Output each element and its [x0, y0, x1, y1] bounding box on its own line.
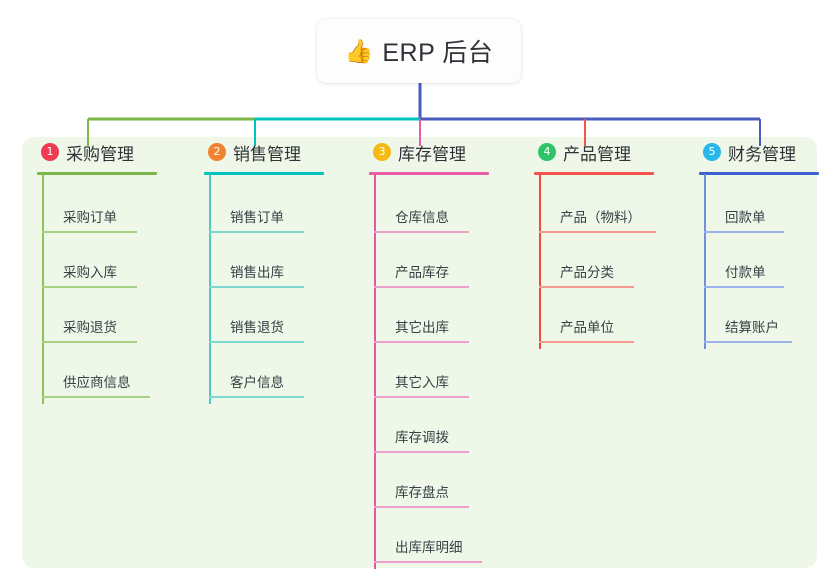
branch-leaf-item[interactable]: 库存调拨	[374, 404, 479, 459]
leaf-rule	[704, 341, 792, 343]
branch-leaf-item[interactable]: 产品单位	[539, 294, 644, 349]
leaf-rule	[539, 231, 656, 233]
root-node-label: ERP 后台	[382, 39, 494, 67]
leaf-rule	[374, 451, 469, 453]
branch-leaf-item[interactable]: 付款单	[704, 239, 794, 294]
branch-title: 销售管理	[233, 144, 301, 164]
leaf-rule	[704, 231, 784, 233]
branches-panel	[22, 137, 817, 568]
branch-leaf-item[interactable]: 产品库存	[374, 239, 479, 294]
branch-leaf-item[interactable]: 销售订单	[209, 184, 314, 239]
branch-leaf-item[interactable]: 仓库信息	[374, 184, 479, 239]
branch-column-1: 1 采购管理采购订单采购入库采购退货供应商信息	[25, 137, 157, 404]
leaf-rule	[374, 396, 469, 398]
leaf-rule	[42, 396, 150, 398]
leaf-rule	[209, 341, 304, 343]
branch-number-badge: 3	[373, 143, 391, 161]
leaf-label: 产品库存	[395, 265, 449, 280]
leaf-label: 销售出库	[230, 265, 284, 280]
leaf-rule	[374, 286, 469, 288]
branch-number-badge: 4	[538, 143, 556, 161]
leaf-rule	[539, 286, 634, 288]
branch-title: 产品管理	[563, 144, 631, 164]
branch-leaf-item[interactable]: 采购订单	[42, 184, 147, 239]
leaf-label: 出库库明细	[395, 540, 463, 555]
leaf-rule	[374, 231, 469, 233]
branch-header-rule	[37, 172, 157, 175]
leaf-label: 销售退货	[230, 320, 284, 335]
leaf-rule	[374, 341, 469, 343]
branch-spine	[374, 174, 376, 569]
branch-spine	[209, 174, 211, 404]
branch-leaf-item[interactable]: 采购入库	[42, 239, 147, 294]
branch-leaf-item[interactable]: 结算账户	[704, 294, 802, 349]
branch-leaf-item[interactable]: 库存盘点	[374, 459, 479, 514]
branch-column-4: 4 产品管理产品（物料） 产品分类产品单位	[522, 137, 656, 349]
branch-spine	[539, 174, 541, 349]
branch-header-2[interactable]: 2 销售管理	[192, 137, 301, 167]
branch-title: 财务管理	[728, 144, 796, 164]
leaf-rule	[374, 506, 469, 508]
leaf-rule	[209, 286, 304, 288]
branch-leaf-item[interactable]: 供应商信息	[42, 349, 160, 404]
branch-leaf-item[interactable]: 其它出库	[374, 294, 479, 349]
leaf-rule	[704, 286, 784, 288]
branch-header-1[interactable]: 1 采购管理	[25, 137, 134, 167]
leaf-rule	[42, 341, 137, 343]
branch-number-badge: 2	[208, 143, 226, 161]
branch-header-rule	[369, 172, 489, 175]
leaf-label: 结算账户	[725, 320, 779, 335]
leaf-label: 产品（物料）	[560, 210, 641, 225]
branch-header-3[interactable]: 3 库存管理	[357, 137, 466, 167]
branch-leaf-item[interactable]: 产品分类	[539, 239, 644, 294]
leaf-label: 库存调拨	[395, 430, 449, 445]
branch-spine	[704, 174, 706, 349]
branch-title: 库存管理	[398, 144, 466, 164]
branch-header-5[interactable]: 5 财务管理	[687, 137, 796, 167]
leaf-label: 采购订单	[63, 210, 117, 225]
leaf-label: 供应商信息	[63, 375, 131, 390]
branch-leaf-item[interactable]: 销售退货	[209, 294, 314, 349]
branch-leaf-item[interactable]: 销售出库	[209, 239, 314, 294]
branch-number-badge: 5	[703, 143, 721, 161]
branch-spine	[42, 174, 44, 404]
thumbs-up-icon: 👍	[344, 37, 374, 64]
branch-header-4[interactable]: 4 产品管理	[522, 137, 631, 167]
leaf-label: 产品分类	[560, 265, 614, 280]
leaf-label: 客户信息	[230, 375, 284, 390]
leaf-label: 付款单	[725, 265, 766, 280]
branch-header-rule	[534, 172, 654, 175]
leaf-rule	[539, 341, 634, 343]
root-node[interactable]: 👍 ERP 后台	[317, 19, 521, 83]
branch-number-badge: 1	[41, 143, 59, 161]
leaf-label: 销售订单	[230, 210, 284, 225]
leaf-label: 回款单	[725, 210, 766, 225]
branch-leaf-item[interactable]: 客户信息	[209, 349, 314, 404]
leaf-rule	[374, 561, 482, 563]
leaf-rule	[42, 286, 137, 288]
branch-header-rule	[699, 172, 819, 175]
leaf-rule	[209, 231, 304, 233]
leaf-label: 库存盘点	[395, 485, 449, 500]
leaf-label: 仓库信息	[395, 210, 449, 225]
leaf-label: 采购入库	[63, 265, 117, 280]
leaf-label: 采购退货	[63, 320, 117, 335]
leaf-label: 产品单位	[560, 320, 614, 335]
branch-column-5: 5 财务管理回款单付款单结算账户	[687, 137, 819, 349]
branch-column-3: 3 库存管理仓库信息产品库存其它出库其它入库库存调拨库存盘点出库库明细	[357, 137, 489, 569]
branch-header-rule	[204, 172, 324, 175]
branch-column-2: 2 销售管理销售订单销售出库销售退货客户信息	[192, 137, 324, 404]
branch-leaf-item[interactable]: 回款单	[704, 184, 794, 239]
leaf-rule	[209, 396, 304, 398]
branch-title: 采购管理	[66, 144, 134, 164]
leaf-rule	[42, 231, 137, 233]
leaf-label: 其它入库	[395, 375, 449, 390]
branch-leaf-item[interactable]: 其它入库	[374, 349, 479, 404]
leaf-label: 其它出库	[395, 320, 449, 335]
branch-leaf-item[interactable]: 产品（物料）	[539, 184, 666, 239]
branch-leaf-item[interactable]: 采购退货	[42, 294, 147, 349]
branch-leaf-item[interactable]: 出库库明细	[374, 514, 492, 569]
